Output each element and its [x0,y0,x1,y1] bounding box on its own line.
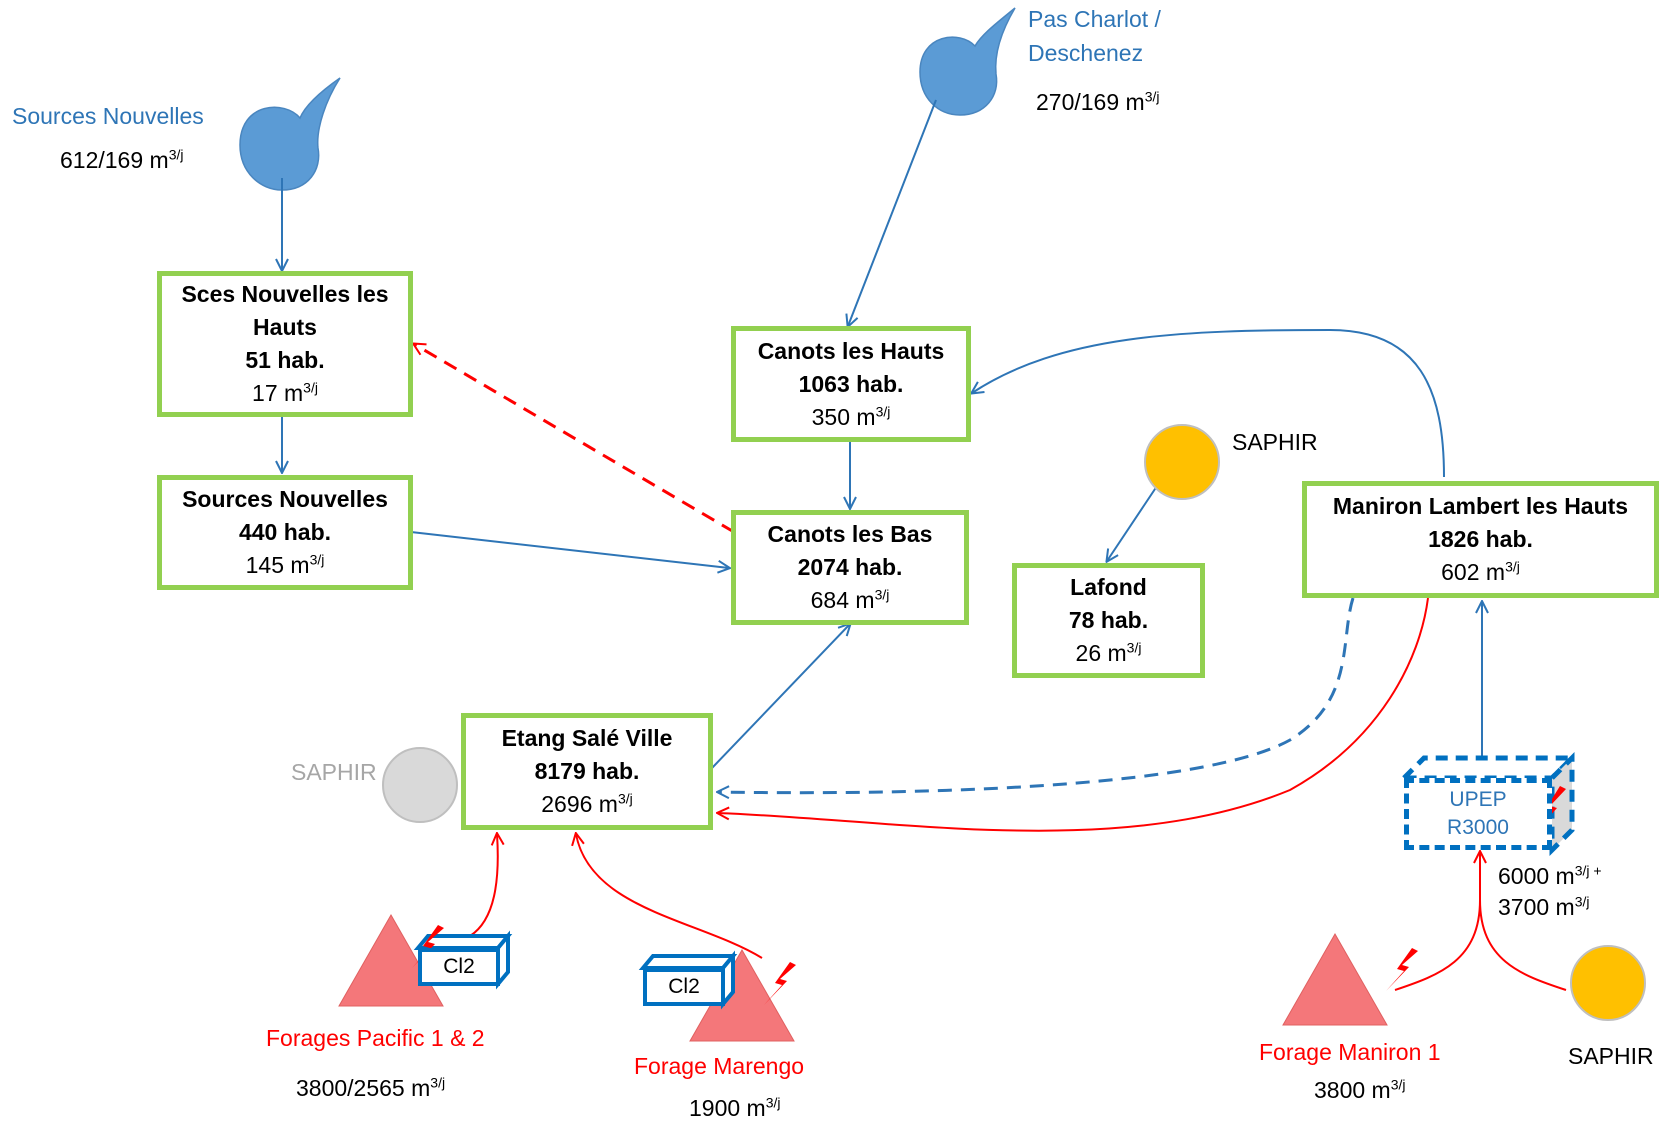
node-volume: 350 m3/j [811,402,891,430]
cl2-treatment-box: Cl2 [418,948,500,986]
flow-arrow [711,624,850,769]
node-volume: 602 m3/j [1441,558,1520,585]
node-etang-sale-ville[interactable]: Etang Salé Ville 8179 hab. 2696 m3/j [461,713,713,830]
node-maniron-lambert[interactable]: Maniron Lambert les Hauts 1826 hab. 602 … [1302,481,1659,598]
saphir-left-label: SAPHIR [291,759,377,785]
forage-flow-maniron: 3800 m3/j [1314,1076,1406,1103]
forage-flow-marengo: 1900 m3/j [689,1094,781,1121]
flow-arrow [1479,899,1567,991]
flow-arrow [848,99,937,326]
flow-arrow [718,597,1429,832]
node-volume: 684 m3/j [810,586,890,613]
cl2-box-depth [638,954,738,970]
node-name: Hauts [253,314,317,340]
dashed-flow-arrow [718,597,1355,793]
saphir-left-icon [382,747,458,823]
source-label-pas-charlot-2: Deschenez [1028,40,1144,66]
node-name: Sces Nouvelles les [181,281,389,307]
node-volume: 17 m3/j [252,379,318,406]
upep-flow-2: 3700 m3/j [1498,893,1590,920]
flow-arrow [1107,485,1158,561]
upep-box-depth [1397,755,1579,781]
node-name: Sources Nouvelles [182,486,388,512]
node-volume: 26 m3/j [1075,639,1142,666]
forage-flow-pacific: 3800/2565 m3/j [296,1074,446,1101]
flow-arrow [972,328,1445,478]
node-lafond[interactable]: Lafond 78 hab. 26 m3/j [1012,563,1205,678]
node-sources-nouvelles[interactable]: Sources Nouvelles 440 hab. 145 m3/j [157,475,413,590]
saphir-bottom-icon [1570,945,1646,1021]
upep-flow-1: 6000 m3/j + [1498,862,1602,889]
node-name: Canots les Hauts [757,337,945,364]
power-bolt-icon [1386,948,1418,991]
node-population: 2074 hab. [797,554,903,580]
node-volume: 145 m3/j [245,551,325,578]
node-canots-hauts[interactable]: Canots les Hauts 1063 hab. 350 m3/j [731,326,971,442]
node-population: 78 hab. [1068,607,1149,633]
saphir-top-icon [1144,424,1220,500]
flow-arrow [1394,899,1481,991]
node-population: 1063 hab. [798,370,904,397]
node-population: 8179 hab. [534,758,640,784]
upep-label-2: R3000 [1447,816,1509,839]
power-bolt-icon [764,962,796,1005]
flow-arrow [410,531,729,568]
source-flow-pas-charlot: 270/169 m3/j [1036,88,1160,115]
power-bolt-icon [412,925,444,968]
node-name: Lafond [1070,574,1147,600]
node-canots-bas[interactable]: Canots les Bas 2074 hab. 684 m3/j [731,510,969,625]
flow-arrow [576,834,763,959]
saphir-bottom-label: SAPHIR [1568,1043,1654,1069]
upep-box[interactable]: UPEP R3000 [1404,778,1552,850]
source-label-sources-nouvelles: Sources Nouvelles [12,103,204,129]
forage-triangle-icon [1282,932,1388,1026]
forage-label-pacific: Forages Pacific 1 & 2 [266,1025,485,1051]
node-name: Etang Salé Ville [501,725,673,751]
node-population: 51 hab. [245,347,325,373]
source-drop-icon [919,7,1016,116]
source-drop-icon [239,77,341,191]
node-volume: 2696 m3/j [541,790,633,817]
source-flow-sources-nouvelles: 612/169 m3/j [60,146,184,173]
saphir-top-label: SAPHIR [1232,429,1318,455]
node-name: Canots les Bas [767,521,933,547]
forage-triangle-icon [338,913,444,1007]
cl2-treatment-box: Cl2 [643,968,725,1006]
upep-box-depth [1549,751,1575,857]
flow-arrow [469,834,498,937]
node-population: 1826 hab. [1428,526,1533,552]
forage-label-marengo: Forage Marengo [634,1053,805,1079]
node-population: 440 hab. [238,519,332,545]
source-label-pas-charlot-1: Pas Charlot / [1028,6,1161,32]
upep-label-1: UPEP [1449,788,1507,811]
dashed-flow-arrow [414,344,735,534]
node-sces-nouvelles-hauts[interactable]: Sces Nouvelles les Hauts 51 hab. 17 m3/j [157,271,413,417]
node-name: Maniron Lambert les Hauts [1332,493,1629,519]
forage-label-maniron: Forage Maniron 1 [1259,1039,1441,1065]
